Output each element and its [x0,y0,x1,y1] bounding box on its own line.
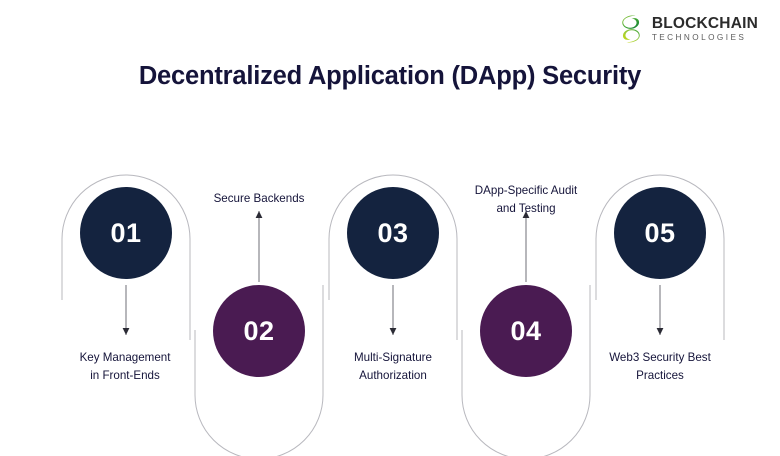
step-label-05: Web3 Security Best Practices [575,349,745,385]
step-number-02: 02 [243,316,275,346]
step-circle-04[interactable] [480,285,572,377]
step-label-04-line1: DApp-Specific Audit [474,184,578,197]
step-label-05-line1: Web3 Security Best [609,351,711,364]
step-number-03: 03 [377,218,409,248]
step-number-04: 04 [510,316,542,346]
step-label-04: DApp-Specific Audit and Testing [441,182,611,218]
page-title: Decentralized Application (DApp) Securit… [138,62,642,90]
brand-logo: BLOCKCHAIN TECHNOLOGIES [618,14,758,44]
blockchain-spiral-logo-icon [622,15,640,43]
capsule-outline-03 [328,174,458,340]
step-label-02-line1: Secure Backends [213,192,305,205]
capsule-outline-04 [461,285,591,456]
step-label-01-line2: in Front-Ends [90,369,160,382]
step-label-01-line1: Key Management [79,351,171,364]
step-label-03-line1: Multi-Signature [354,351,432,364]
step-label-04-line2: and Testing [496,202,556,215]
step-label-02: Secure Backends [174,190,344,208]
step-label-03-line2: Authorization [359,369,427,382]
step-label-05-line2: Practices [636,369,684,382]
brand-wordmark: BLOCKCHAIN TECHNOLOGIES [652,16,758,43]
capsule-outline-05 [595,174,725,340]
brand-name: BLOCKCHAIN [651,14,758,32]
step-circle-05[interactable] [614,187,706,279]
step-circle-01[interactable] [80,187,172,279]
step-number-01: 01 [110,218,142,248]
capsule-outline-02 [194,285,324,456]
capsule-outline-01 [61,174,191,340]
step-number-05: 05 [644,218,676,248]
brand-tagline: TECHNOLOGIES [651,33,747,43]
step-circle-03[interactable] [347,187,439,279]
step-label-03: Multi-Signature Authorization [308,349,478,385]
step-label-01: Key Management in Front-Ends [40,349,210,385]
step-circle-02[interactable] [213,285,305,377]
